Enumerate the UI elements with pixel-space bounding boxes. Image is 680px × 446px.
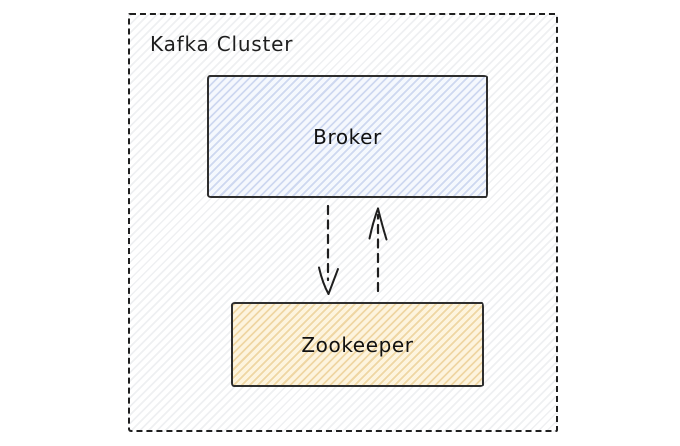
node-zookeeper: Zookeeper — [231, 302, 484, 387]
node-broker: Broker — [207, 75, 488, 198]
node-broker-label: Broker — [313, 124, 382, 149]
cluster-title: Kafka Cluster — [150, 32, 294, 56]
node-zookeeper-label: Zookeeper — [301, 332, 414, 357]
